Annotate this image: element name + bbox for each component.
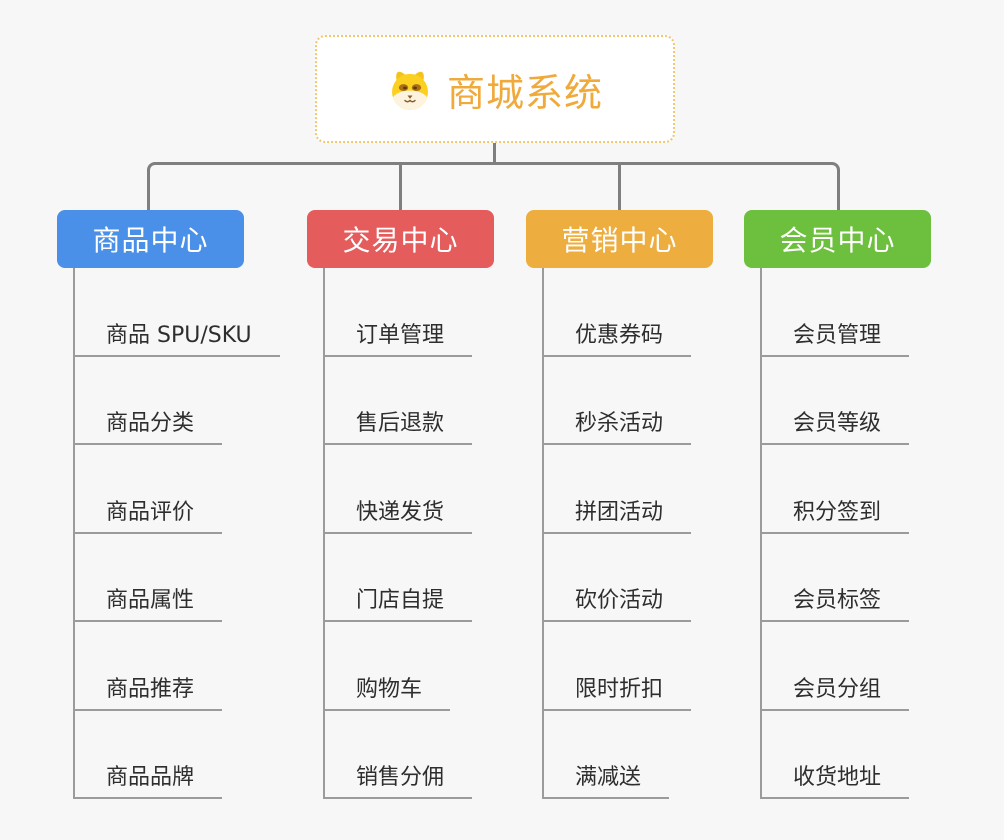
- mindmap-child-node[interactable]: 优惠券码: [542, 268, 692, 357]
- branch-children-marketing: 优惠券码秒杀活动拼团活动砍价活动限时折扣满减送: [542, 268, 692, 799]
- branch-header-product[interactable]: 商品中心: [57, 210, 244, 268]
- mindmap-child-node[interactable]: 商品属性: [73, 534, 223, 622]
- mindmap-child-node[interactable]: 商品分类: [73, 357, 223, 445]
- mindmap-child-node[interactable]: 收货地址: [760, 711, 910, 799]
- mindmap-child-node[interactable]: 销售分佣: [323, 711, 473, 799]
- mindmap-child-node[interactable]: 购物车: [323, 622, 451, 711]
- branch-spine: [323, 268, 325, 799]
- mindmap-child-node[interactable]: 满减送: [542, 711, 670, 799]
- mindmap-child-node[interactable]: 限时折扣: [542, 622, 692, 711]
- mindmap-child-node[interactable]: 会员等级: [760, 357, 910, 445]
- mindmap-child-node[interactable]: 积分签到: [760, 445, 910, 534]
- mindmap-child-node[interactable]: 会员管理: [760, 268, 910, 357]
- root-node[interactable]: 商城系统: [315, 35, 675, 143]
- mindmap-child-node[interactable]: 拼团活动: [542, 445, 692, 534]
- branch-spine: [760, 268, 762, 799]
- mindmap-child-node[interactable]: 商品评价: [73, 445, 223, 534]
- branch-header-member[interactable]: 会员中心: [744, 210, 931, 268]
- branch-children-member: 会员管理会员等级积分签到会员标签会员分组收货地址: [760, 268, 910, 799]
- mindmap-child-node[interactable]: 商品推荐: [73, 622, 223, 711]
- mindmap-child-node[interactable]: 门店自提: [323, 534, 473, 622]
- branch-header-trade[interactable]: 交易中心: [307, 210, 494, 268]
- connector-elbow-right: [493, 162, 840, 210]
- branch-spine: [73, 268, 75, 799]
- branch-spine: [542, 268, 544, 799]
- mindmap-child-node[interactable]: 秒杀活动: [542, 357, 692, 445]
- connector-drop-marketing: [618, 163, 621, 210]
- branch-children-trade: 订单管理售后退款快递发货门店自提购物车销售分佣: [323, 268, 473, 799]
- mindmap-child-node[interactable]: 快递发货: [323, 445, 473, 534]
- mindmap-child-node[interactable]: 砍价活动: [542, 534, 692, 622]
- connector-drop-trade: [399, 163, 402, 210]
- mindmap-child-node[interactable]: 会员分组: [760, 622, 910, 711]
- root-title: 商城系统: [446, 70, 603, 115]
- mindmap-child-node[interactable]: 会员标签: [760, 534, 910, 622]
- mindmap-child-node[interactable]: 订单管理: [323, 268, 473, 357]
- connector-elbow-left: [147, 162, 496, 210]
- mindmap-child-node[interactable]: 商品 SPU/SKU: [73, 268, 280, 357]
- mindmap-child-node[interactable]: 售后退款: [323, 357, 473, 445]
- connector-root-stem: [493, 141, 496, 163]
- branch-header-marketing[interactable]: 营销中心: [526, 210, 713, 268]
- mindmap-child-node[interactable]: 商品品牌: [73, 711, 223, 799]
- dog-face-icon: [387, 66, 433, 112]
